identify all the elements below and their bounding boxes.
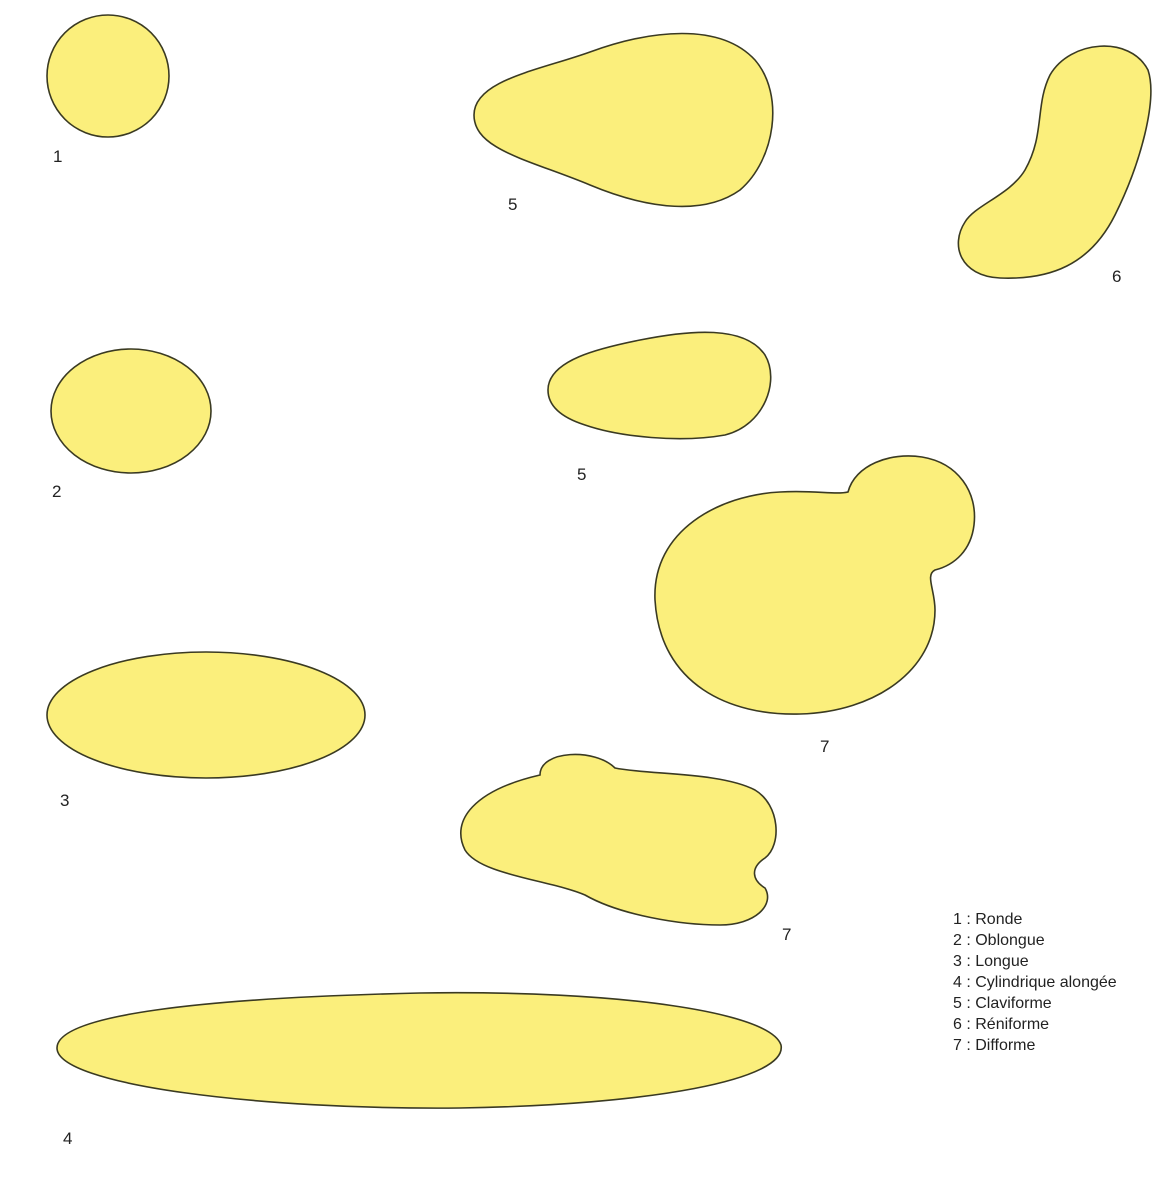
shape-label-claviforme-a: 5 — [508, 195, 517, 214]
shape-oblongue — [51, 349, 211, 473]
shape-ronde — [47, 15, 169, 137]
shape-label-cylindrique: 4 — [63, 1129, 72, 1148]
legend-item-6: 6 : Réniforme — [953, 1014, 1117, 1035]
legend-item-2: 2 : Oblongue — [953, 930, 1117, 951]
legend-item-3: 3 : Longue — [953, 951, 1117, 972]
shape-longue — [47, 652, 365, 778]
shape-label-difforme-a: 7 — [820, 737, 829, 756]
shape-claviforme-b — [548, 332, 771, 438]
shape-label-reniforme: 6 — [1112, 267, 1121, 286]
legend-item-4: 4 : Cylindrique alongée — [953, 972, 1117, 993]
legend-item-5: 5 : Claviforme — [953, 993, 1117, 1014]
shape-label-claviforme-b: 5 — [577, 465, 586, 484]
shape-claviforme-a — [474, 34, 773, 207]
shape-label-longue: 3 — [60, 791, 69, 810]
legend: 1 : Ronde 2 : Oblongue 3 : Longue 4 : Cy… — [953, 909, 1117, 1056]
shape-label-oblongue: 2 — [52, 482, 61, 501]
shape-difforme-a — [655, 456, 975, 714]
shape-difforme-b — [461, 754, 776, 925]
legend-item-7: 7 : Difforme — [953, 1035, 1117, 1056]
legend-item-1: 1 : Ronde — [953, 909, 1117, 930]
shape-label-difforme-b: 7 — [782, 925, 791, 944]
shape-label-ronde: 1 — [53, 147, 62, 166]
shape-reniforme — [958, 46, 1150, 278]
shape-cylindrique — [57, 993, 781, 1108]
